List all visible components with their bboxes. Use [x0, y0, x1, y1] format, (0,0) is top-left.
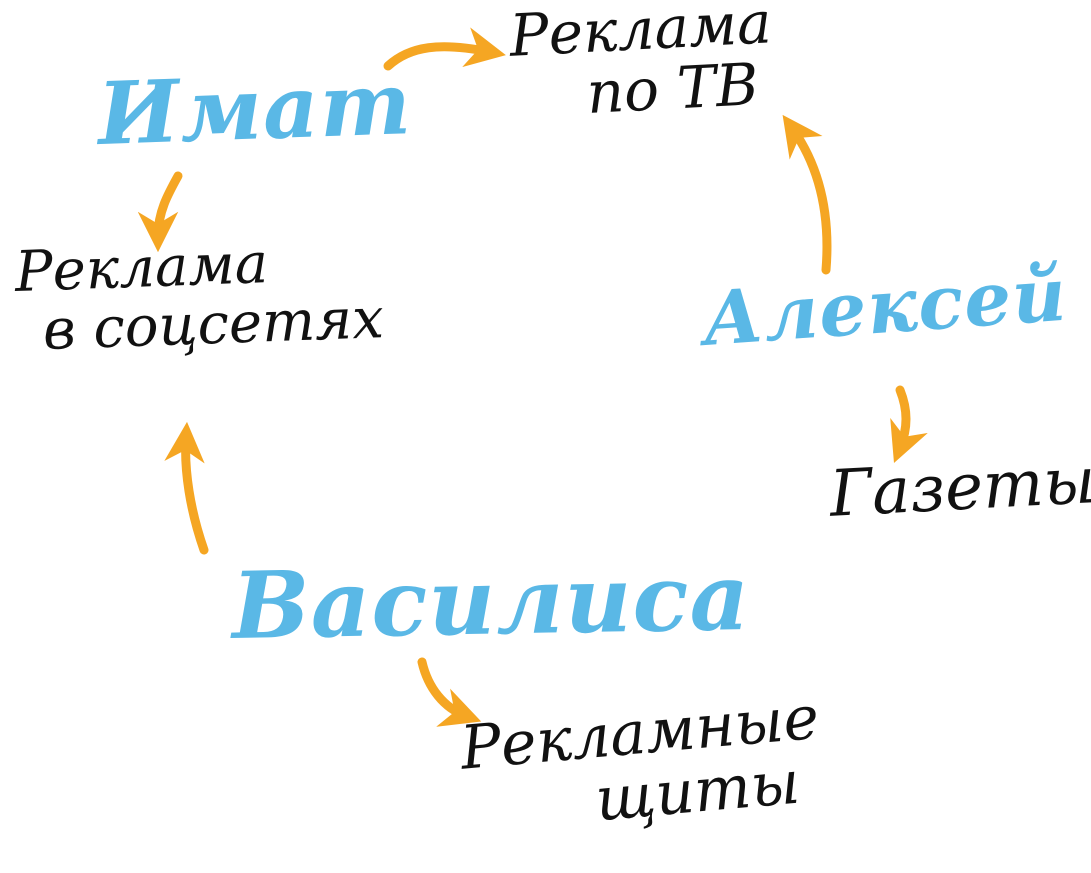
channel-billboards: Рекламные щиты — [458, 683, 827, 844]
arrow-aleksey-to-papers — [890, 385, 928, 464]
channel-tv-ads: Реклама по ТВ — [508, 0, 776, 128]
channel-social-ads-line2: в соцсетях — [41, 285, 385, 363]
arrow-aleksey-to-tv — [782, 114, 832, 275]
arrow-imat-to-tv — [383, 27, 506, 71]
arrow-imat-to-social — [137, 171, 183, 253]
arrow-vasilisa-to-social — [164, 421, 209, 555]
arrow-vasilisa-to-sites — [417, 657, 482, 727]
channel-social-ads: Реклама в соцсетях — [14, 231, 385, 363]
channel-newspapers-line1: Газеты — [827, 444, 1091, 532]
channel-newspapers: Газеты — [827, 444, 1091, 532]
person-imat: Имат — [96, 53, 414, 165]
person-vasilisa: Василиса — [231, 542, 752, 660]
